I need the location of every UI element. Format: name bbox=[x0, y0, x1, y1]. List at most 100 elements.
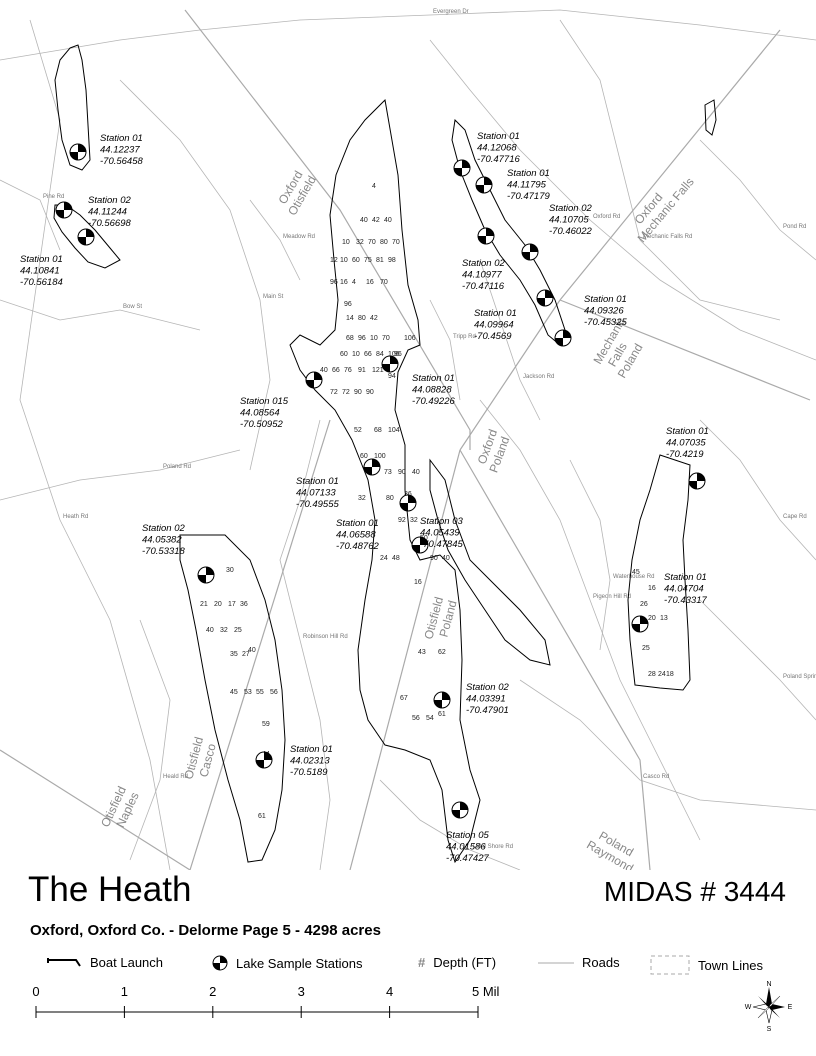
road-line-icon bbox=[538, 962, 574, 963]
road-label: Main St bbox=[263, 294, 284, 300]
station-longitude: -70.47116 bbox=[462, 281, 505, 292]
road-line bbox=[429, 39, 816, 361]
road-line bbox=[479, 399, 701, 841]
depth-value: 81 bbox=[376, 257, 384, 264]
sample-station-quadrant bbox=[408, 495, 416, 503]
road-label: Jackson Rd bbox=[523, 374, 554, 380]
lake-subtitle: Oxford, Oxford Co. - Delorme Page 5 - 42… bbox=[30, 922, 381, 939]
depth-value: 16 bbox=[340, 279, 348, 286]
legend-town-lines: Town Lines bbox=[650, 955, 763, 975]
road-label: Bow St bbox=[123, 304, 142, 310]
depth-value: 96 bbox=[330, 279, 338, 286]
sample-station-quadrant bbox=[364, 467, 372, 475]
midas-number: MIDAS # 3444 bbox=[603, 876, 786, 907]
station-longitude: -70.53318 bbox=[142, 546, 186, 557]
depth-value: 24 bbox=[380, 555, 388, 562]
depth-value: 61 bbox=[258, 813, 266, 820]
road-line bbox=[699, 419, 816, 561]
road-line bbox=[699, 139, 816, 261]
depth-value: 10 bbox=[342, 239, 350, 246]
depth-value: 36 bbox=[404, 491, 412, 498]
sample-station-quadrant bbox=[555, 338, 563, 346]
station-latitude: 44.08564 bbox=[240, 408, 280, 419]
road-label: Waterhouse Rd bbox=[613, 574, 654, 580]
station-name: Station 02 bbox=[466, 682, 509, 693]
road-line bbox=[279, 419, 331, 870]
station-name: Station 02 bbox=[549, 203, 592, 214]
legend-depth: # Depth (FT) bbox=[418, 955, 496, 970]
station-latitude: 44.02313 bbox=[290, 756, 330, 767]
station-latitude: 44.05439 bbox=[420, 528, 460, 539]
depth-value: 66 bbox=[332, 367, 340, 374]
road-line bbox=[0, 9, 816, 61]
depth-value: 40 bbox=[360, 217, 368, 224]
legend-boat-launch-label: Boat Launch bbox=[90, 955, 164, 970]
sample-station-icon bbox=[212, 955, 228, 971]
depth-value: 24 bbox=[658, 671, 666, 678]
legend-roads: Roads bbox=[538, 955, 620, 970]
depth-value: 42 bbox=[370, 315, 378, 322]
depth-value: 55 bbox=[256, 689, 264, 696]
station-latitude: 44.12068 bbox=[477, 143, 517, 154]
road-label: Pigeon Hill Rd bbox=[593, 594, 631, 600]
depth-value: 32 bbox=[220, 627, 228, 634]
depth-value: 94 bbox=[388, 373, 396, 380]
compass-s: S bbox=[767, 1026, 772, 1032]
station-latitude: 44.08828 bbox=[412, 385, 452, 396]
road-line bbox=[519, 679, 816, 811]
svg-text:OtisfieldNaples: OtisfieldNaples bbox=[98, 784, 142, 835]
legend-depth-label: Depth (FT) bbox=[433, 955, 497, 970]
sample-station-quadrant bbox=[640, 616, 648, 624]
depth-value: 73 bbox=[384, 469, 392, 476]
station-latitude: 44.12237 bbox=[100, 145, 140, 156]
road-label: Mechanic Falls Rd bbox=[643, 234, 692, 240]
depth-value: 45 bbox=[230, 689, 238, 696]
sample-station-quadrant bbox=[434, 700, 442, 708]
depth-value: 10 bbox=[352, 351, 360, 358]
sample-station-quadrant bbox=[460, 802, 468, 810]
depth-value: 40 bbox=[412, 469, 420, 476]
sample-station-quadrant bbox=[484, 177, 492, 185]
depth-value: 42 bbox=[372, 217, 380, 224]
depth-value: 40 bbox=[442, 555, 450, 562]
road-line bbox=[0, 179, 61, 251]
station-latitude: 44.05382 bbox=[142, 535, 182, 546]
road-line bbox=[569, 459, 611, 651]
depth-value: 45 bbox=[632, 569, 640, 576]
station-name: Station 01 bbox=[412, 373, 455, 384]
station-name: Station 03 bbox=[420, 516, 463, 527]
depth-value: 80 bbox=[386, 495, 394, 502]
depth-value: 48 bbox=[392, 555, 400, 562]
sample-station-quadrant bbox=[452, 810, 460, 818]
road-line bbox=[0, 449, 241, 501]
station-name: Station 01 bbox=[477, 131, 520, 142]
depth-value: 96 bbox=[358, 335, 366, 342]
depth-value: 70 bbox=[368, 239, 376, 246]
sample-station-quadrant bbox=[306, 380, 314, 388]
station-longitude: -70.47427 bbox=[446, 853, 490, 864]
station-longitude: -70.46022 bbox=[549, 226, 593, 237]
road-label: Evergreen Dr bbox=[433, 9, 469, 15]
depth-value: 56 bbox=[270, 689, 278, 696]
depth-value: 62 bbox=[438, 649, 446, 656]
depth-value: 100 bbox=[374, 453, 386, 460]
station-longitude: -70.56458 bbox=[100, 156, 144, 167]
legend-boat-launch: Boat Launch bbox=[46, 955, 163, 970]
sample-station-quadrant bbox=[70, 152, 78, 160]
depth-value: 40 bbox=[320, 367, 328, 374]
scale-label: 3 bbox=[298, 984, 305, 999]
depth-symbol: # bbox=[418, 955, 426, 970]
depth-value: 18 bbox=[666, 671, 674, 678]
depth-value: 16 bbox=[366, 279, 374, 286]
road-line bbox=[119, 79, 271, 471]
scale-label: 0 bbox=[32, 984, 39, 999]
station-name: Station 01 bbox=[336, 518, 379, 529]
depth-value: 60 bbox=[340, 351, 348, 358]
sample-station-quadrant bbox=[314, 372, 322, 380]
legend-sample-stations-label: Lake Sample Stations bbox=[236, 955, 363, 971]
sample-station-quadrant bbox=[412, 545, 420, 553]
